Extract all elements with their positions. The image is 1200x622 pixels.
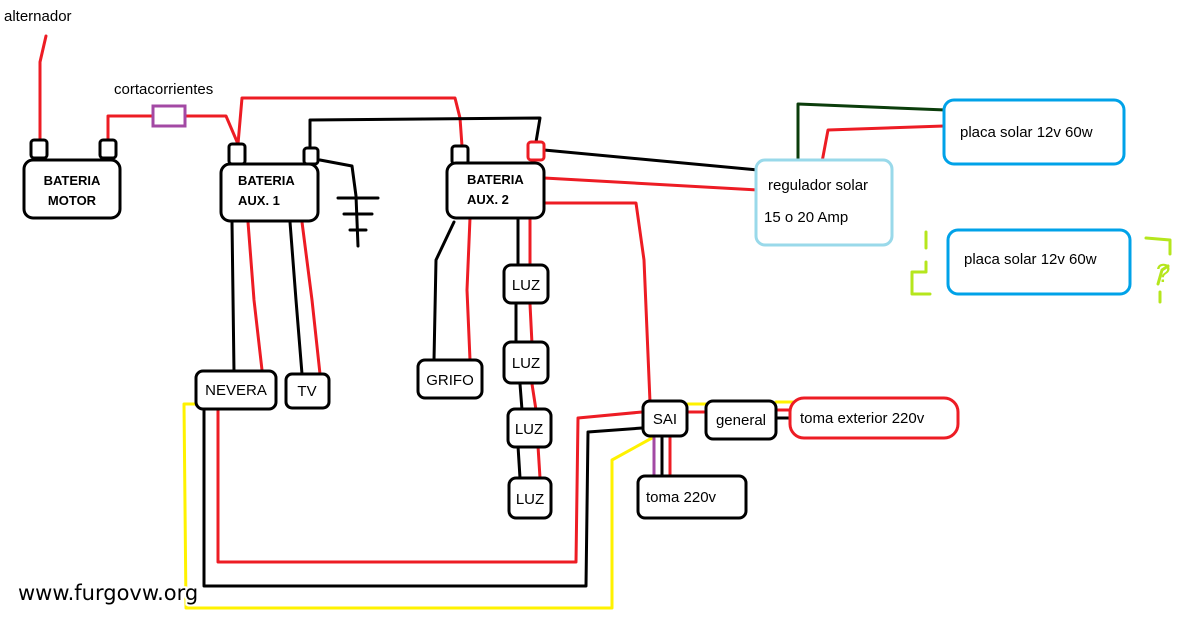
wire-alternator-motor [38, 34, 48, 142]
battery-aux2-box [445, 161, 546, 220]
terminal-aux2-neg [450, 144, 470, 166]
wire-regulator-panel1 [820, 124, 946, 164]
solar-regulator-box [754, 158, 894, 247]
label-solar-panel-1: placa solar 12v 60w [960, 124, 1093, 141]
wire-regulator-panel1-neg [796, 102, 948, 164]
light-box-1 [502, 263, 550, 305]
label-battery-motor-2: MOTOR [48, 193, 97, 208]
label-light-4: LUZ [516, 491, 544, 508]
battery-motor-box [22, 158, 122, 220]
terminal-aux2-pos [526, 140, 546, 162]
label-solar-regulator-2: 15 o 20 Amp [764, 209, 848, 226]
socket-box [636, 474, 748, 520]
wire-aux2-regulator [542, 176, 760, 192]
light-box-4 [507, 476, 553, 520]
wire-aux1-ground [318, 158, 360, 248]
wire-aux1-fridge-neg [230, 220, 236, 374]
sketch-panel-connector [910, 230, 1172, 304]
label-battery-aux2-1: BATERIA [467, 172, 524, 187]
text-labels: alternador cortacorrientes BATERIA MOTOR… [4, 8, 1170, 607]
label-main-switch: general [716, 412, 766, 429]
solar-panel-1-box [942, 98, 1126, 166]
outdoor-socket-box [788, 396, 960, 440]
label-outdoor-socket: toma exterior 220v [800, 410, 925, 427]
wire-aux1-fridge [246, 220, 264, 372]
general-box [704, 399, 778, 441]
wire-motor-switch [106, 114, 156, 142]
label-tv: TV [297, 383, 316, 400]
battery-aux1-box [219, 162, 320, 223]
cutoff-switch-box [151, 104, 187, 128]
wire-aux2-regulator-neg [542, 148, 760, 172]
label-tap: GRIFO [426, 372, 474, 389]
label-battery-aux2-2: AUX. 2 [467, 192, 509, 207]
wire-aux1-tv [300, 220, 322, 376]
wire-aux2-lights-neg [514, 218, 524, 480]
label-cutoff-switch: cortacorrientes [114, 81, 213, 98]
wire-aux2-tap [465, 216, 472, 362]
light-box-2 [502, 340, 550, 385]
label-battery-motor-1: BATERIA [44, 173, 101, 188]
label-solar-regulator-1: regulador solar [768, 177, 868, 194]
wire-fridge-sai-yellow [182, 402, 654, 610]
label-alternator: alternador [4, 8, 72, 25]
sai-box [641, 399, 689, 438]
negative-wires [202, 102, 948, 588]
tv-box [284, 372, 331, 410]
label-light-3: LUZ [515, 421, 543, 438]
solar-panel-2-box [946, 228, 1132, 296]
wire-aux1-tv-neg [288, 220, 304, 376]
terminal-aux1-neg [302, 146, 320, 166]
wire-fridge-sai-neg [202, 408, 644, 588]
terminal-motor-pos [98, 138, 118, 160]
label-socket: toma 220v [646, 489, 717, 506]
wire-aux2-lights [528, 218, 542, 480]
label-fridge: NEVERA [205, 382, 267, 399]
wire-fridge-sai-ac [216, 408, 644, 564]
ac-wires [182, 400, 796, 610]
wire-aux1-aux2-neg [308, 116, 542, 150]
wire-switch-aux1 [183, 114, 240, 146]
fridge-box [194, 369, 278, 411]
label-battery-aux1-2: AUX. 1 [238, 193, 280, 208]
label-solar-panel-2: placa solar 12v 60w [964, 251, 1097, 268]
wire-aux1-aux2-top [236, 96, 464, 148]
watermark: www.furgovw.org [18, 581, 198, 605]
tap-box [416, 358, 484, 400]
light-box-3 [506, 407, 553, 449]
terminal-aux1-pos [227, 142, 247, 166]
label-light-1: LUZ [512, 277, 540, 294]
components [22, 98, 1132, 520]
wire-aux2-tap-neg [432, 220, 456, 362]
label-question-mark: ? [1156, 258, 1170, 288]
ground-symbol [336, 196, 380, 232]
label-ups: SAI [653, 411, 677, 428]
wire-aux2-sai [542, 201, 652, 404]
terminal-motor-neg [29, 138, 49, 160]
label-light-2: LUZ [512, 355, 540, 372]
label-battery-aux1-1: BATERIA [238, 173, 295, 188]
